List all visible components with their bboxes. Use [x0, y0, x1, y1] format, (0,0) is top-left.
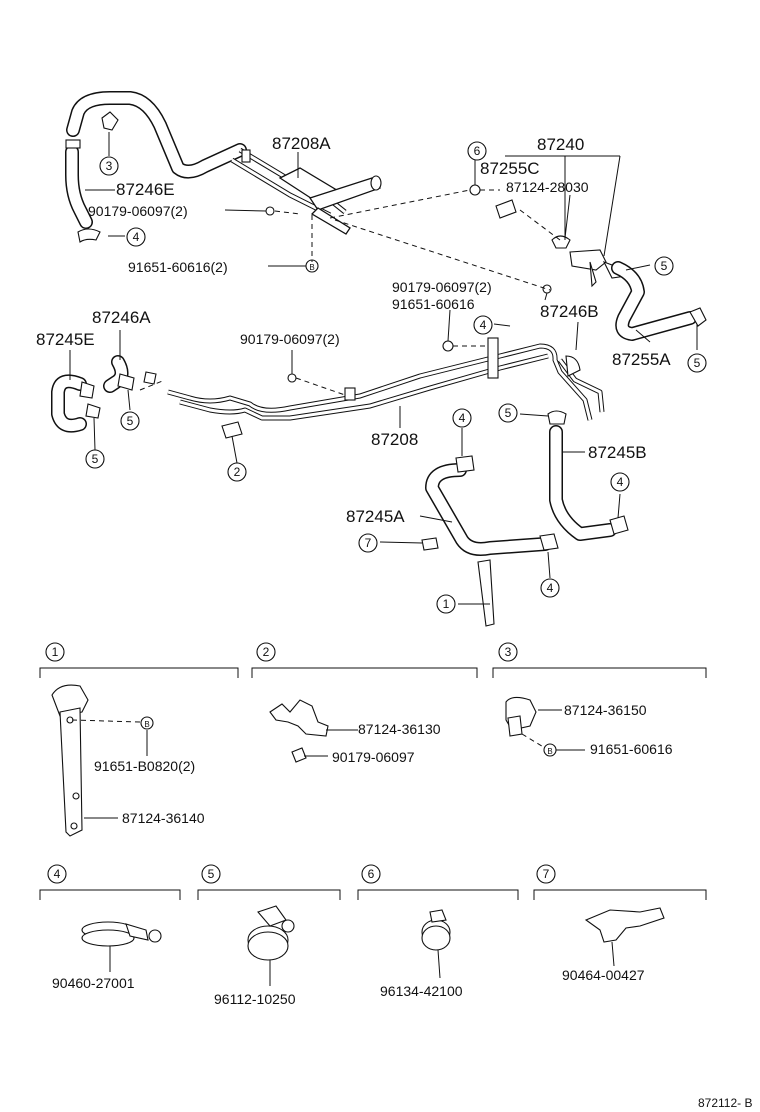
- clamp-callout-2: [221, 421, 243, 439]
- svg-text:B: B: [547, 747, 552, 756]
- hose-87255A: [611, 261, 707, 341]
- label-90179-06097: 90179-06097: [332, 749, 415, 765]
- callout-4: 4: [617, 475, 624, 489]
- label-90464-00427: 90464-00427: [562, 967, 645, 983]
- detail-callouts: 1 2 3 4 5 6 7: [45, 642, 556, 884]
- callout-7: 7: [365, 536, 372, 550]
- hose-87245A: [421, 455, 559, 556]
- detail-callout-4: 4: [54, 867, 61, 881]
- label-87240: 87240: [537, 135, 584, 154]
- clip-callout-3: [101, 111, 119, 156]
- label-87124-36130: 87124-36130: [358, 721, 441, 737]
- hose-87245E: [51, 355, 157, 433]
- pipe-assembly-87208A: [230, 147, 382, 235]
- hose-87245B: [547, 410, 629, 541]
- label-96112-10250: 96112-10250: [214, 991, 296, 1007]
- label-87246A: 87246A: [92, 308, 151, 327]
- svg-text:B: B: [144, 720, 149, 729]
- detail-callout-1: 1: [52, 645, 59, 659]
- detail-callout-5: 5: [208, 867, 215, 881]
- detail-frames: [39, 667, 707, 900]
- callout-5: 5: [661, 259, 668, 273]
- detail-2-clamp: [269, 699, 358, 763]
- callouts-top: 3 4 6 5 4 5 5 5 2 4 5 4 7 1 4: [85, 141, 707, 614]
- label-87124-36140: 87124-36140: [122, 810, 205, 826]
- callout-5: 5: [127, 414, 134, 428]
- detail-4-hose-clamp: [81, 921, 162, 972]
- label-87245E: 87245E: [36, 330, 95, 349]
- label-87246E: 87246E: [116, 180, 175, 199]
- label-90460-27001: 90460-27001: [52, 975, 135, 991]
- label-91651-60616: 91651-60616: [590, 741, 673, 757]
- bracket-callout-1: [477, 559, 495, 627]
- label-87255A: 87255A: [612, 350, 671, 369]
- label-96134-42100: 96134-42100: [380, 983, 463, 999]
- dashed-leaders-top: [139, 189, 561, 396]
- callout-1: 1: [443, 597, 450, 611]
- label-87245B: 87245B: [588, 443, 647, 462]
- label-90179-06097-2b: 90179-06097(2): [392, 279, 492, 295]
- detail-3-clip: B: [505, 696, 585, 757]
- label-91651-60616a: 91651-60616: [392, 296, 475, 312]
- figure-code: 872112- B: [698, 1096, 753, 1110]
- label-90179-06097-2c: 90179-06097(2): [240, 331, 340, 347]
- label-87124-28030: 87124-28030: [506, 179, 589, 195]
- detail-6-clamp: [421, 909, 451, 979]
- leader-lines: [69, 152, 698, 605]
- detail-callout-7: 7: [543, 867, 550, 881]
- hose-87246E: [65, 91, 247, 229]
- callout-4: 4: [480, 318, 487, 332]
- fasteners-top: B: [265, 184, 571, 383]
- callout-5: 5: [92, 452, 99, 466]
- callout-5: 5: [505, 406, 512, 420]
- detail-1-bracket: B: [51, 684, 154, 837]
- label-87208A: 87208A: [272, 134, 331, 153]
- detail-callout-6: 6: [368, 867, 375, 881]
- callout-2: 2: [234, 465, 241, 479]
- callout-4: 4: [547, 581, 554, 595]
- callout-4: 4: [459, 411, 466, 425]
- pipe-87208: [167, 337, 605, 421]
- callout-3: 3: [106, 159, 113, 173]
- label-87255C: 87255C: [480, 159, 540, 178]
- label-91651-60616-2: 91651-60616(2): [128, 259, 228, 275]
- label-90179-06097-2a: 90179-06097(2): [88, 203, 188, 219]
- detail-callout-2: 2: [263, 645, 270, 659]
- clamp-callout-4a: [77, 228, 101, 243]
- svg-text:B: B: [309, 263, 314, 272]
- callout-6: 6: [474, 144, 481, 158]
- detail-callout-3: 3: [505, 645, 512, 659]
- detail-5-spring-clamp: [247, 905, 295, 986]
- callout-4: 4: [133, 230, 140, 244]
- label-87208: 87208: [371, 430, 418, 449]
- label-87246B: 87246B: [540, 302, 599, 321]
- callout-5: 5: [694, 356, 701, 370]
- label-87245A: 87245A: [346, 507, 405, 526]
- detail-7-clip: [584, 907, 665, 967]
- label-87124-36150: 87124-36150: [564, 702, 647, 718]
- label-91651-B0820-2: 91651-B0820(2): [94, 758, 195, 774]
